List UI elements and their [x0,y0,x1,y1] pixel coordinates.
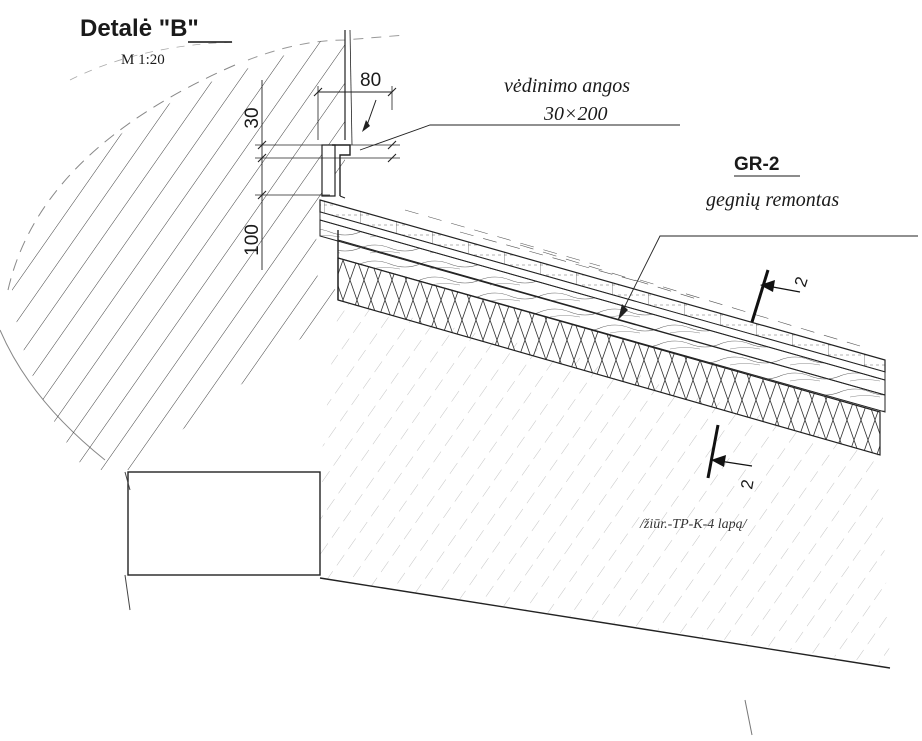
outline-arc-faint [69,41,236,81]
leader-gr2 [617,235,918,321]
dim-extension-80 [317,86,393,140]
section-arrowhead-lower [711,455,726,467]
opening-edge-marks [124,471,131,611]
arrowhead-80 [362,120,370,132]
dim-extension-vertical [255,144,400,196]
scale-label: M 1:20 [121,52,165,68]
flashing-foot [339,195,346,199]
dim-ticks-vent [387,140,397,163]
dim-text-80: 80 [360,70,381,91]
section-number-upper: 2 [791,274,812,289]
lower-area-hatch [320,300,890,665]
wall-face-inner [349,29,353,146]
detail-title: Detalė "B" [80,15,199,42]
leader-vent [359,124,680,151]
parapet-upstand [321,144,336,197]
outline-arc-left [7,64,236,291]
dim-text-100: 100 [242,224,263,256]
vent-label-line1: vėdinimo angos [504,75,630,97]
vent-label-line2: 30×200 [543,103,608,125]
section-arrowhead-upper [760,280,775,292]
ceiling-bottom-edge [319,577,891,669]
dim-ticks-80 [313,87,397,97]
section-number-lower: 2 [737,478,757,491]
sheet-reference: /žiūr.-TP-K-4 lapą/ [639,517,748,532]
break-line-bottom [744,699,753,736]
gr2-description: gegnių remontas [706,189,839,211]
dim-text-30: 30 [242,107,263,128]
arrowhead-gr2 [618,304,628,320]
window-opening [127,471,321,576]
wood-grain-lines [404,209,861,347]
dim-ticks-vertical [257,140,267,200]
masonry-wall-hatch [12,32,345,470]
section-cut-upper [750,269,770,323]
gr2-code: GR-2 [734,154,779,175]
section-cut-lower [706,424,720,479]
